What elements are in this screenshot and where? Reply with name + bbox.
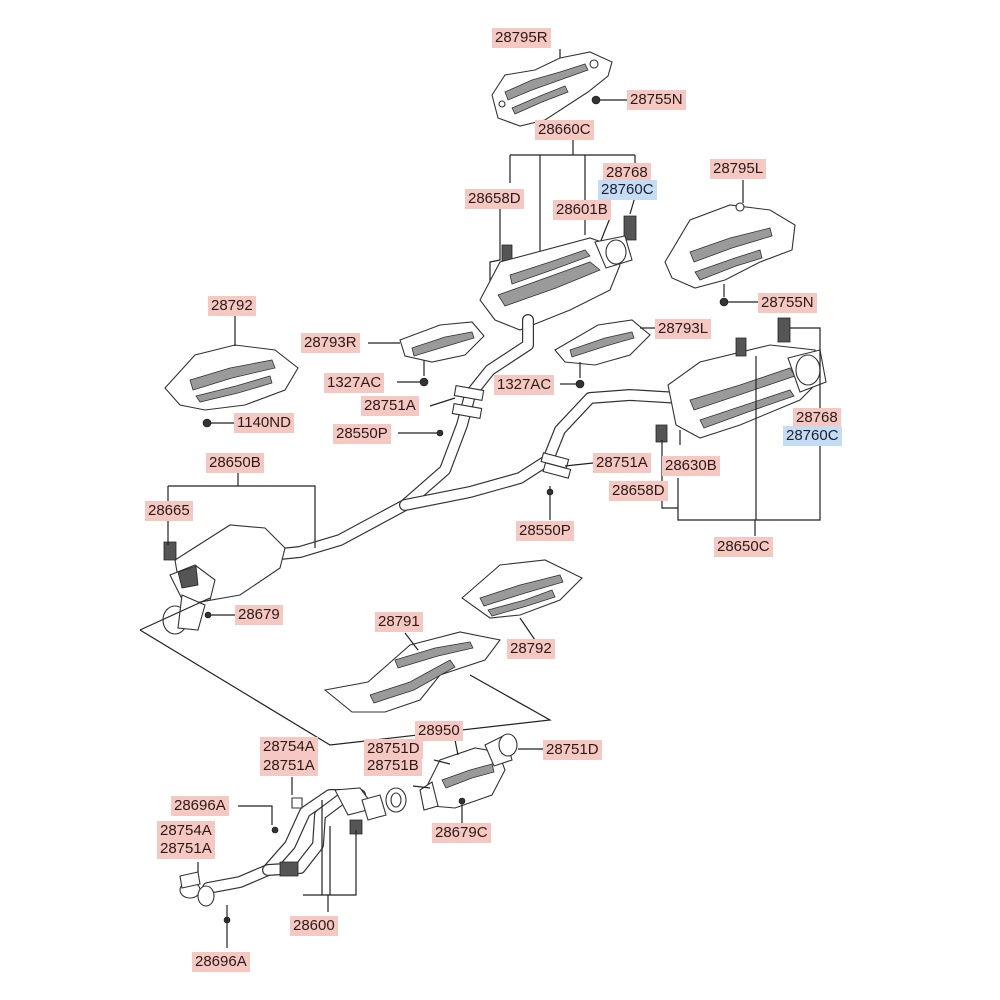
hanger-28768-top: [623, 215, 637, 241]
label-28768-top: 28768: [603, 163, 651, 183]
label-28793l: 28793L: [655, 319, 712, 339]
nut-1140nd: [202, 418, 212, 428]
label-28658d-right: 28658D: [609, 481, 668, 501]
label-28950: 28950: [415, 721, 463, 741]
front-pipe-assembly-28600: [179, 787, 387, 907]
label-28751a-cat2: 28751A: [157, 839, 215, 859]
nut-28755n-top: [591, 95, 601, 105]
label-28760c-right: 28760C: [783, 426, 842, 446]
label-28630b: 28630B: [662, 456, 720, 476]
label-28751d-left: 28751D: [364, 739, 423, 759]
label-28760c-top: 28760C: [598, 180, 657, 200]
label-28751d-right: 28751D: [543, 740, 602, 760]
label-28755n-right: 28755N: [758, 293, 817, 313]
heat-shield-28792-left: [164, 344, 299, 411]
label-28550p-left: 28550P: [333, 424, 391, 444]
center-muffler-28601b: [479, 235, 633, 331]
heat-shield-28795r: [491, 51, 613, 127]
label-28696a-bottom: 28696A: [192, 952, 250, 972]
rear-muffler-28650c: [667, 317, 827, 439]
label-1140nd: 1140ND: [234, 413, 294, 433]
label-28601b: 28601B: [553, 200, 611, 220]
label-28660c: 28660C: [535, 120, 594, 140]
label-28768-right: 28768: [793, 408, 841, 428]
label-1327ac-mid: 1327AC: [494, 375, 555, 395]
label-28658d-top: 28658D: [465, 189, 524, 209]
label-28751a-cat1: 28751A: [260, 756, 318, 776]
label-28550p-right: 28550P: [516, 521, 574, 541]
label-28650b: 28650B: [206, 453, 264, 473]
label-28751b: 28751B: [364, 756, 422, 776]
hanger-28665: [163, 541, 177, 561]
label-28679: 28679: [235, 605, 283, 625]
nut-1327ac-mid: [575, 379, 585, 389]
label-28792-bottom: 28792: [507, 639, 555, 659]
label-28696a-top: 28696A: [171, 796, 229, 816]
heat-shield-28791: [323, 631, 501, 713]
label-28793r: 28793R: [301, 333, 360, 353]
label-28751a-right: 28751A: [593, 453, 651, 473]
catalytic-converter-28950: [419, 733, 518, 811]
label-1327ac-left: 1327AC: [324, 373, 385, 393]
label-28754a-bottom: 28754A: [157, 821, 215, 841]
hanger-28658d-right: [655, 424, 668, 443]
label-28679c: 28679C: [432, 823, 491, 843]
label-28665: 28665: [145, 501, 193, 521]
heat-shield-28795l: [664, 202, 796, 289]
heat-shield-28792-bottom: [461, 559, 583, 619]
nut-1327ac-left: [419, 377, 429, 387]
label-28650c: 28650C: [714, 537, 773, 557]
label-28795l: 28795L: [710, 159, 767, 179]
label-28791: 28791: [375, 612, 423, 632]
heat-shield-28793l: [554, 319, 651, 366]
nut-28755n-right: [719, 297, 729, 307]
label-28755n-top: 28755N: [627, 90, 686, 110]
label-28754a-top: 28754A: [260, 737, 318, 757]
heat-shield-28793r: [399, 321, 485, 363]
label-28600: 28600: [290, 916, 338, 936]
label-28792-left: 28792: [208, 296, 256, 316]
label-28751a-mid: 28751A: [361, 396, 419, 416]
exhaust-pipe-run: [264, 314, 686, 561]
label-28795r: 28795R: [492, 28, 551, 48]
